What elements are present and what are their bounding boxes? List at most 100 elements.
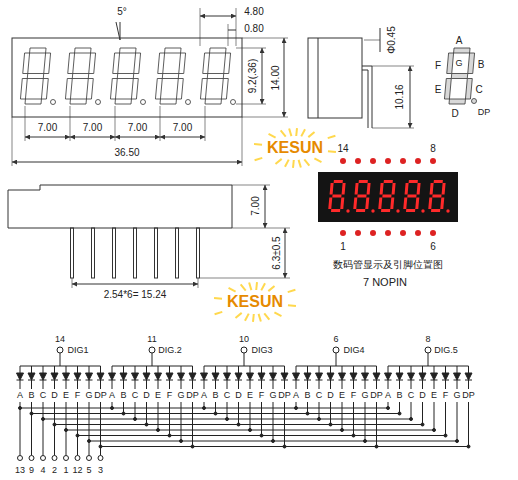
digit-name: DIG1: [67, 346, 88, 355]
dimension: 10.16: [395, 84, 405, 109]
led-diode: [97, 373, 104, 380]
segment-name: G: [455, 59, 462, 68]
pin-terminal: [149, 347, 155, 353]
segment-pin-name: D: [51, 391, 58, 400]
pin-number: 4: [40, 466, 45, 475]
digit-segment: [451, 74, 467, 79]
wire: [261, 380, 262, 389]
digit-name: DIG4: [343, 346, 364, 355]
dimension: 9.2(.36): [248, 59, 258, 93]
segment-pin-name: DP: [278, 391, 291, 400]
extension-line: [232, 228, 290, 229]
drawing-part: [385, 158, 391, 164]
wire: [66, 402, 67, 456]
digit-segment: [432, 195, 441, 198]
outline-drawing: [8, 8, 414, 288]
segment-pin-name: A: [293, 391, 299, 400]
dimension: Φ0.45: [387, 26, 397, 53]
digit-segment: [382, 195, 391, 198]
wire: [411, 402, 412, 419]
wire: [238, 366, 239, 373]
segment-name: F: [435, 61, 441, 71]
digit-segment: [224, 53, 231, 74]
wire: [227, 402, 228, 419]
digit-segment: [23, 53, 30, 74]
drawing-part: [155, 228, 158, 278]
segment-pin-name: B: [396, 391, 402, 400]
wire: [330, 366, 331, 373]
wire: [342, 402, 343, 430]
digit-segment: [210, 48, 226, 53]
digit-segment: [331, 209, 340, 212]
angle-line: [116, 22, 120, 40]
drawing-part: [301, 129, 305, 136]
wire: [112, 366, 113, 373]
digit-segment: [390, 198, 394, 210]
decimal-point: [186, 100, 191, 105]
drawing-part: [288, 290, 296, 292]
led-diode: [293, 373, 300, 380]
digit-segment: [155, 79, 162, 100]
drawing-part: [314, 158, 321, 162]
watermark: KESUN: [227, 294, 283, 310]
pin-number: 1: [340, 242, 346, 252]
watermark-rays: [214, 282, 296, 322]
wire: [342, 380, 343, 389]
digit-segment: [86, 79, 93, 100]
segment-pin-name: C: [408, 391, 415, 400]
drawing-part: [155, 48, 190, 105]
wire: [192, 366, 193, 373]
segment-pin-name: D: [327, 391, 334, 400]
segment-pin-name: B: [120, 391, 126, 400]
drawing-part: [249, 282, 251, 290]
wire: [112, 380, 113, 389]
digit-segment: [203, 53, 210, 74]
pin-number: 2: [52, 466, 57, 475]
wire: [250, 366, 251, 373]
digit-segment: [384, 180, 393, 183]
dimension: 4.80: [244, 7, 263, 17]
wire: [20, 402, 21, 456]
wire: [365, 380, 366, 389]
segment-pin-name: D: [143, 391, 150, 400]
digit-segment: [89, 53, 96, 74]
dimension-line: [160, 137, 205, 138]
led-diode: [396, 373, 403, 380]
decimal-point: [421, 209, 424, 212]
wire: [468, 402, 469, 447]
dimension: 7.00: [83, 123, 102, 133]
segment-pin-name: E: [339, 391, 345, 400]
pin-terminal: [98, 456, 103, 461]
wire: [181, 366, 182, 373]
watermark-rays: [254, 128, 336, 168]
led-diode: [408, 373, 415, 380]
display-body-side: [308, 38, 362, 118]
pin-terminal: [57, 347, 63, 353]
digit-segment: [134, 53, 141, 74]
digit-segment: [44, 53, 51, 74]
led-diode: [40, 373, 47, 380]
drawing-part: [229, 288, 236, 292]
drawing-part: [275, 159, 281, 164]
digit-segment: [442, 183, 446, 195]
wire: [135, 366, 136, 373]
led-diode: [51, 373, 58, 380]
dimension-line: [228, 30, 236, 31]
drawing-part: [20, 48, 55, 105]
digit-segment: [328, 198, 332, 210]
drawing-part: [255, 282, 258, 290]
digit-segment: [431, 209, 440, 212]
digit-segment: [27, 74, 43, 79]
display-body-front: [12, 38, 242, 117]
digit-segment: [332, 195, 341, 198]
wire: [100, 380, 101, 389]
extension-line: [205, 106, 206, 141]
decimal-point: [231, 100, 236, 105]
pin-terminal: [87, 456, 92, 461]
segment-pin-name: A: [385, 391, 391, 400]
segment-pin-name: G: [453, 391, 460, 400]
anode-bus: [296, 366, 377, 367]
pin-terminal: [52, 456, 57, 461]
